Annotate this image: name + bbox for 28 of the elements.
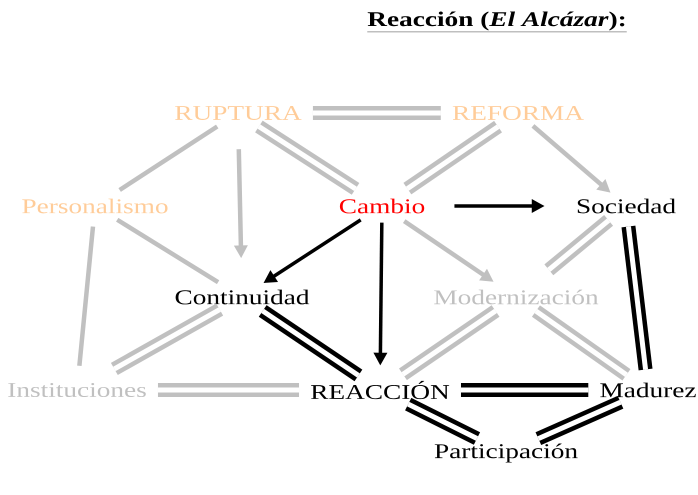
double-line [158,383,300,397]
double-line [255,120,360,195]
node-label: RUPTURA [175,106,302,120]
double-line [110,303,224,376]
line [116,218,220,284]
double-line [532,305,630,381]
node-label: Sociedad [578,198,676,214]
title: Reacción (El Alcázar): [367,11,627,32]
line [118,124,218,192]
double-line [399,305,500,380]
double-line [405,398,480,445]
double-line [460,383,588,397]
node-label: Madurez [600,382,696,398]
node-label: Modernización [434,290,598,304]
node-label: REACCIÓN [311,380,450,400]
double-line [258,305,362,382]
double-line [403,120,502,194]
double-line [536,396,624,446]
double-line [544,215,614,276]
line [77,226,96,366]
node-label: Instituciones [8,382,146,398]
node-label: Continuidad [176,290,310,304]
node-label: Cambio [340,198,424,214]
double-line [312,106,441,120]
double-line [622,226,653,370]
node-label: Participación [434,443,578,463]
node-label: Personalismo [22,198,168,214]
node-label: REFORMA [452,106,584,120]
